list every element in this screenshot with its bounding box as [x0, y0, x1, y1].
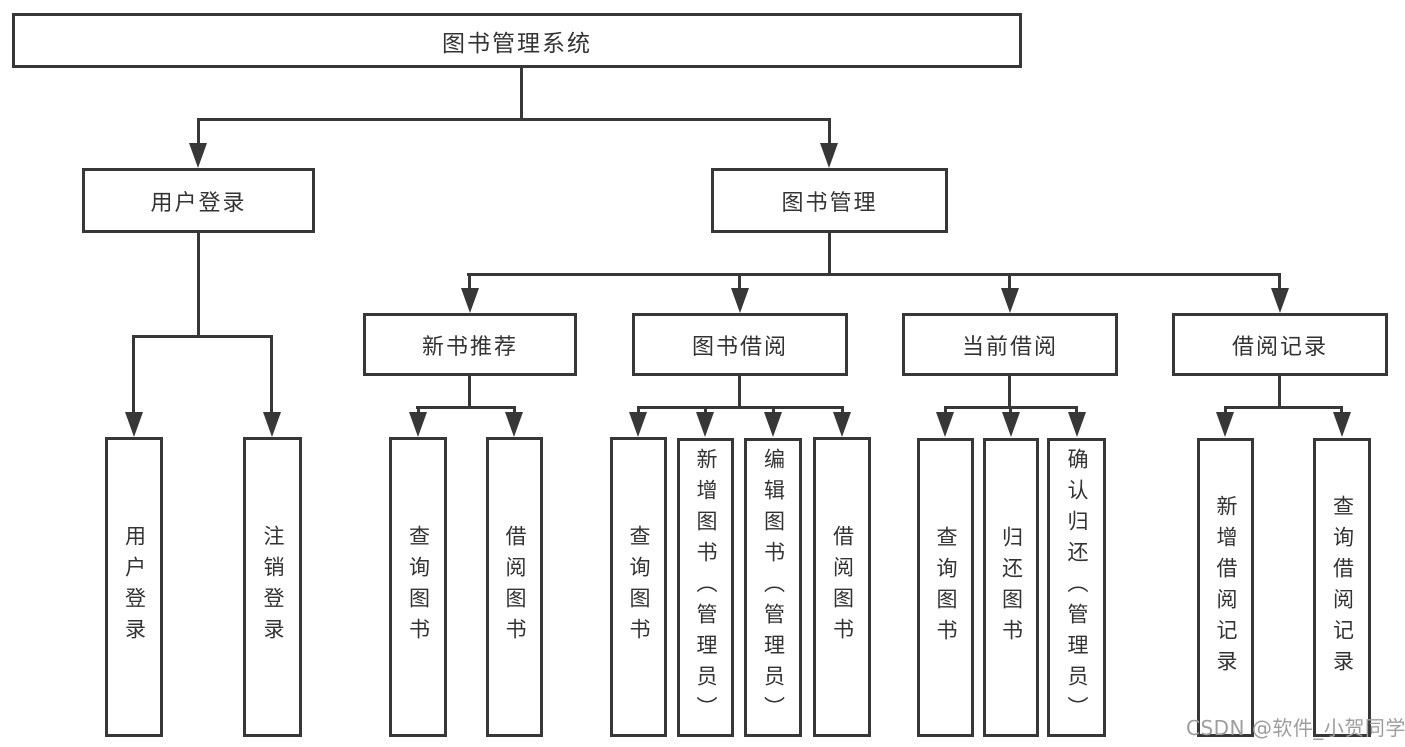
connector-book-mgmt-stem: [828, 233, 831, 275]
leaf-query-books-borrow: 查询图书: [610, 437, 667, 737]
connector-recommend-stem: [468, 376, 471, 408]
arrow-down-icon: [189, 143, 207, 168]
node-borrow-records: 借阅记录: [1172, 313, 1388, 376]
leaf-user-login: 用户登录: [105, 437, 163, 737]
leaf-borrow-books-recommend: 借阅图书: [486, 437, 543, 737]
node-borrow-records-label: 借阅记录: [1231, 334, 1328, 360]
leaf-borrow-books-label: 借阅图书: [830, 525, 855, 649]
node-user-login-label: 用户登录: [150, 190, 247, 216]
leaf-return-books: 归还图书: [983, 438, 1039, 737]
connector-user-login-stem: [197, 233, 200, 337]
connector-borrow-stem: [738, 376, 741, 408]
leaf-add-books-admin: 新增图书（管理员）: [677, 438, 734, 737]
connector-recommend-rail: [416, 406, 516, 409]
node-current-borrow: 当前借阅: [902, 313, 1118, 376]
arrow-down-icon: [629, 412, 647, 437]
connector-stem: [468, 273, 471, 290]
leaf-add-borrow-record-label: 新增借阅记录: [1214, 494, 1238, 681]
leaf-query-borrow-record: 查询借阅记录: [1313, 438, 1371, 737]
arrow-down-icon: [125, 412, 143, 437]
arrow-down-icon: [1271, 288, 1289, 313]
connector-current-stem: [1008, 376, 1011, 408]
arrow-down-icon: [1068, 412, 1086, 437]
connector-stem: [1009, 406, 1012, 414]
leaf-confirm-return-admin-label: 确认归还（管理员）: [1065, 448, 1089, 727]
node-new-book-recommend: 新书推荐: [363, 313, 577, 376]
connector-stem: [513, 406, 516, 414]
leaf-query-books-recommend: 查询图书: [389, 437, 447, 737]
arrow-down-icon: [1333, 412, 1351, 437]
connector-stem: [197, 118, 200, 145]
leaf-confirm-return-admin: 确认归还（管理员）: [1047, 438, 1106, 737]
connector-borrow-rail: [637, 406, 843, 409]
arrow-down-icon: [936, 412, 954, 437]
node-root: 图书管理系统: [12, 13, 1022, 68]
connector-user-login-rail: [132, 335, 273, 338]
arrow-down-icon: [409, 412, 427, 437]
connector-stem: [828, 118, 831, 145]
leaf-add-borrow-record: 新增借阅记录: [1197, 438, 1254, 737]
arrow-down-icon: [1002, 412, 1020, 437]
arrow-down-icon: [820, 143, 838, 168]
connector-stem: [841, 406, 844, 414]
leaf-edit-books-admin-label: 编辑图书（管理员）: [761, 448, 786, 727]
leaf-add-books-admin-label: 新增图书（管理员）: [694, 448, 718, 727]
leaf-query-borrow-record-label: 查询借阅记录: [1330, 494, 1355, 681]
node-new-book-recommend-label: 新书推荐: [421, 334, 518, 360]
leaf-return-books-label: 归还图书: [999, 525, 1024, 650]
leaf-logout: 注销登录: [243, 437, 302, 737]
arrow-down-icon: [263, 412, 281, 437]
connector-stem: [944, 406, 947, 414]
connector-stem: [704, 406, 707, 414]
connector-stem: [1224, 406, 1227, 414]
connector-records-rail: [1224, 406, 1343, 409]
connector-stem: [1340, 406, 1343, 414]
node-root-label: 图书管理系统: [442, 30, 592, 57]
leaf-query-books-borrow-label: 查询图书: [627, 525, 651, 649]
leaf-query-books-recommend-label: 查询图书: [406, 525, 431, 649]
arrow-down-icon: [1001, 288, 1019, 313]
leaf-logout-label: 注销登录: [261, 525, 285, 649]
node-user-login: 用户登录: [82, 168, 315, 233]
connector-root-stem: [520, 67, 523, 120]
arrow-down-icon: [764, 412, 782, 437]
connector-level3-rail: [467, 273, 1281, 276]
connector-records-stem: [1278, 376, 1281, 408]
arrow-down-icon: [696, 412, 714, 437]
leaf-edit-books-admin: 编辑图书（管理员）: [744, 438, 802, 737]
leaf-query-books-current-label: 查询图书: [934, 525, 958, 650]
node-current-borrow-label: 当前借阅: [961, 334, 1058, 360]
arrow-down-icon: [1216, 412, 1234, 437]
leaf-borrow-books: 借阅图书: [813, 437, 871, 737]
arrow-down-icon: [505, 412, 523, 437]
arrow-down-icon: [731, 288, 749, 313]
connector-stem: [270, 335, 273, 414]
connector-stem: [637, 406, 640, 414]
connector-stem: [1008, 273, 1011, 290]
leaf-borrow-books-recommend-label: 借阅图书: [503, 525, 527, 649]
leaf-query-books-current: 查询图书: [917, 438, 974, 737]
arrow-down-icon: [461, 288, 479, 313]
node-book-borrow: 图书借阅: [632, 313, 848, 376]
connector-stem: [132, 335, 135, 414]
node-book-management: 图书管理: [711, 168, 948, 233]
node-book-borrow-label: 图书借阅: [691, 334, 788, 360]
connector-stem: [1278, 273, 1281, 290]
connector-level2-rail: [197, 118, 831, 121]
node-book-management-label: 图书管理: [781, 190, 878, 216]
connector-stem: [772, 406, 775, 414]
connector-stem: [738, 273, 741, 290]
connector-stem: [417, 406, 420, 414]
leaf-user-login-label: 用户登录: [122, 525, 147, 649]
csdn-watermark: CSDN @软件_小贺同学: [1186, 716, 1405, 740]
connector-stem: [1075, 406, 1078, 414]
arrow-down-icon: [833, 412, 851, 437]
